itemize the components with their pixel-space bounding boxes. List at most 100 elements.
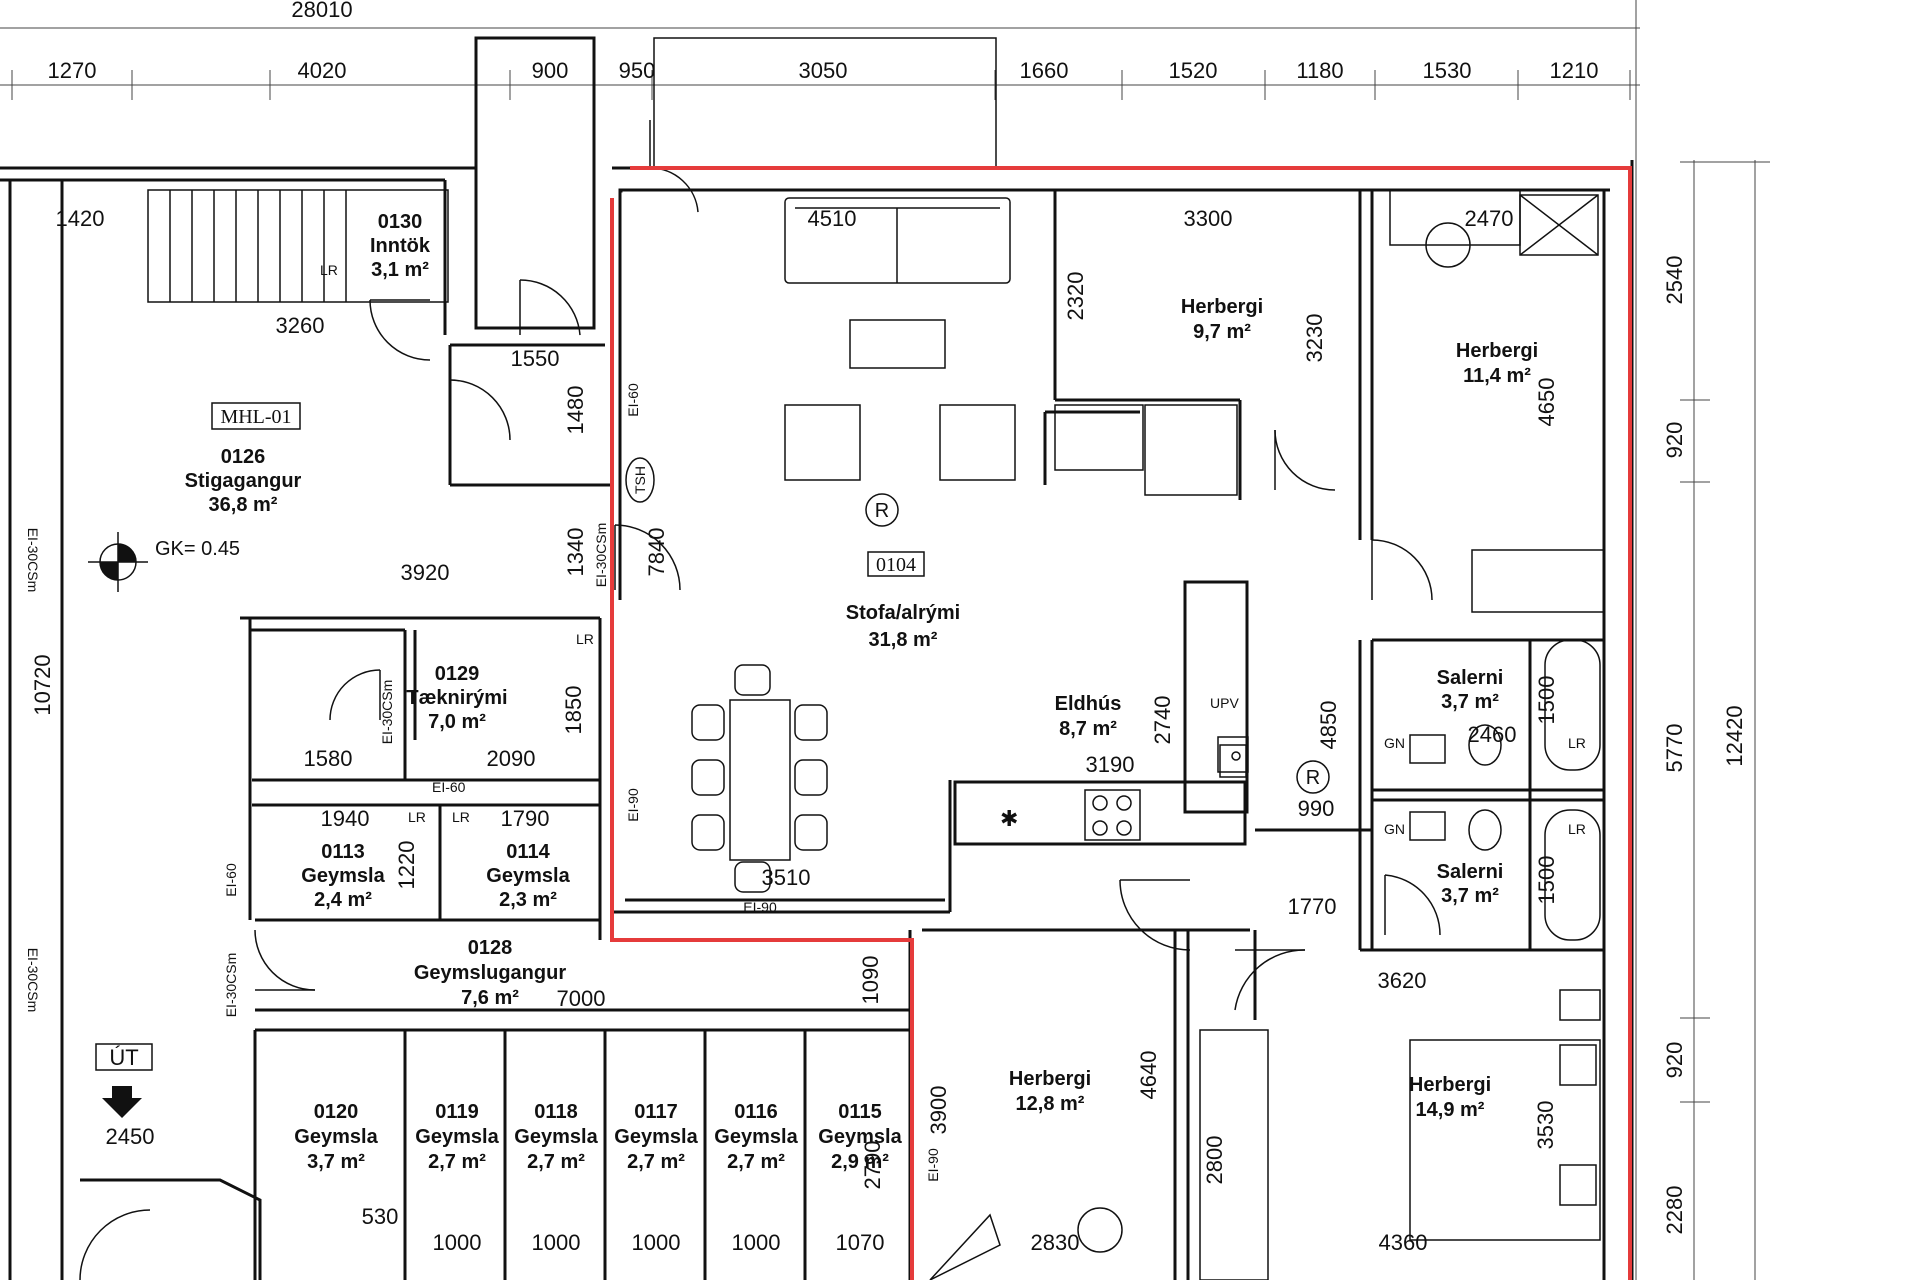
- top-dim-1: 1270: [48, 58, 97, 83]
- right-dim-3: 5770: [1662, 724, 1687, 773]
- room-0118-area: 2,7 m²: [527, 1151, 585, 1173]
- armchair-left: [784, 404, 861, 481]
- dim-2790: 2790: [860, 1141, 885, 1190]
- dim-1550: 1550: [511, 346, 560, 371]
- room-0113-code: 0113: [321, 841, 364, 863]
- room-0114-name: Geymsla: [486, 865, 570, 887]
- room-0115-name: Geymsla: [818, 1126, 902, 1148]
- dim-4360: 4360: [1379, 1230, 1428, 1255]
- kitchen-sink: [1217, 736, 1249, 773]
- lr-label: LR: [408, 809, 426, 825]
- room-0104-name: Stofa/alrými: [846, 602, 960, 624]
- room-0120-name: Geymsla: [294, 1126, 378, 1148]
- tsh-label: TSH: [632, 466, 648, 494]
- room-0128-name: Geymslugangur: [414, 962, 566, 984]
- room-0126-code: 0126: [221, 446, 266, 468]
- top-dim-2: 4020: [298, 58, 347, 83]
- dim-3510: 3510: [762, 865, 811, 890]
- room-0119-area: 2,7 m²: [428, 1151, 486, 1173]
- register-mark-icon: [1296, 760, 1330, 794]
- fire-rating-label: EI-90: [925, 1148, 941, 1182]
- dim-2320: 2320: [1063, 272, 1088, 321]
- room-0120-area: 3,7 m²: [307, 1151, 365, 1173]
- top-dimension-lines: 28010 1270 4020 900 950 3050 1660 1520 1…: [0, 0, 1640, 100]
- room-0113-area: 2,4 m²: [314, 889, 372, 911]
- dim-1790: 1790: [501, 806, 550, 831]
- dim-4510: 4510: [808, 206, 857, 231]
- dim-7840: 7840: [644, 528, 669, 577]
- fire-rating-label: EI-30CSm: [25, 528, 41, 593]
- armchair-right: [939, 404, 1016, 481]
- right-dim-4: 920: [1662, 1042, 1687, 1079]
- coffee-table: [849, 319, 946, 369]
- herbergi-97-area: 9,7 m²: [1193, 321, 1251, 343]
- dim-4650: 4650: [1534, 378, 1559, 427]
- fire-rating-label: EI-30CSm: [223, 953, 239, 1018]
- top-dim-5: 3050: [799, 58, 848, 83]
- room-0116-code: 0116: [734, 1101, 777, 1123]
- room-0119-name: Geymsla: [415, 1126, 499, 1148]
- register-mark-label: R: [1306, 767, 1320, 789]
- register-mark-icon: [865, 493, 899, 527]
- room-0117-code: 0117: [634, 1101, 677, 1123]
- salerni-2-name: Salerni: [1437, 861, 1504, 883]
- room-0126-area: 36,8 m²: [209, 494, 278, 516]
- herbergi-128-area: 12,8 m²: [1016, 1093, 1085, 1115]
- gk-label: GK= 0.45: [155, 538, 240, 560]
- dim-1000-a: 1000: [433, 1230, 482, 1255]
- round-table-icon: [1077, 1207, 1123, 1253]
- dim-2450: 2450: [106, 1124, 155, 1149]
- lr-label: LR: [320, 262, 338, 278]
- misc-labels: GK= 0.45 ÚT TSH LR LR LR LR LR LR EI-60 …: [25, 262, 1586, 1182]
- salerni-2-area: 3,7 m²: [1441, 885, 1499, 907]
- dim-3300: 3300: [1184, 206, 1233, 231]
- fire-rating-label: EI-90: [625, 788, 641, 822]
- room-0130-area: 3,1 m²: [371, 259, 429, 281]
- fire-rating-label: EI-90: [743, 899, 777, 915]
- herbergi-128-name: Herbergi: [1009, 1068, 1091, 1090]
- herbergi-114-area: 11,4 m²: [1463, 365, 1531, 387]
- exit-label-box: [95, 1043, 153, 1071]
- salerni-1-name: Salerni: [1437, 667, 1504, 689]
- herbergi-149-area: 14,9 m²: [1416, 1099, 1485, 1121]
- symbols: [88, 402, 1330, 1118]
- dim-3260: 3260: [276, 313, 325, 338]
- overall-width-dim: 28010: [291, 0, 352, 22]
- lr-label: LR: [452, 809, 470, 825]
- lr-label: LR: [1568, 735, 1586, 751]
- room-0117-area: 2,7 m²: [627, 1151, 685, 1173]
- top-dim-4: 950: [619, 58, 656, 83]
- room-0129-code: 0129: [435, 663, 480, 685]
- mhl-tag-box: [211, 402, 301, 430]
- herbergi-114-name: Herbergi: [1456, 340, 1538, 362]
- right-dim-5: 2280: [1662, 1186, 1687, 1235]
- right-dim-1: 2540: [1662, 256, 1687, 305]
- dim-3620: 3620: [1378, 968, 1427, 993]
- walls: [0, 36, 1634, 1280]
- dim-1000-b: 1000: [532, 1230, 581, 1255]
- dim-1500-b: 1500: [1534, 856, 1559, 905]
- dim-2460: 2460: [1468, 722, 1517, 747]
- eldhus-area: 8,7 m²: [1059, 718, 1117, 740]
- top-dim-9: 1530: [1423, 58, 1472, 83]
- room-0130-name: Inntök: [370, 235, 431, 257]
- dim-3920: 3920: [401, 560, 450, 585]
- dining-table: [729, 699, 791, 861]
- dim-7000: 7000: [557, 986, 606, 1011]
- room-0117-name: Geymsla: [614, 1126, 698, 1148]
- room-labels: 0130 Inntök 3,1 m² MHL-01 0126 Stigagang…: [185, 211, 1538, 1173]
- dim-1420: 1420: [56, 206, 105, 231]
- exit-arrow-icon: [102, 1086, 142, 1118]
- dim-1090: 1090: [858, 956, 883, 1005]
- dim-2830: 2830: [1031, 1230, 1080, 1255]
- room-0104-area: 31,8 m²: [869, 629, 938, 651]
- tsh-marker: [625, 457, 655, 503]
- room-0114-code: 0114: [506, 841, 550, 863]
- room-0115-area: 2,9 m²: [831, 1151, 889, 1173]
- toilet: [1468, 809, 1502, 851]
- room-0118-code: 0118: [534, 1101, 577, 1123]
- room-0115-code: 0115: [838, 1101, 881, 1123]
- fire-rating-label: EI-30CSm: [25, 948, 41, 1013]
- dim-4640: 4640: [1136, 1051, 1161, 1100]
